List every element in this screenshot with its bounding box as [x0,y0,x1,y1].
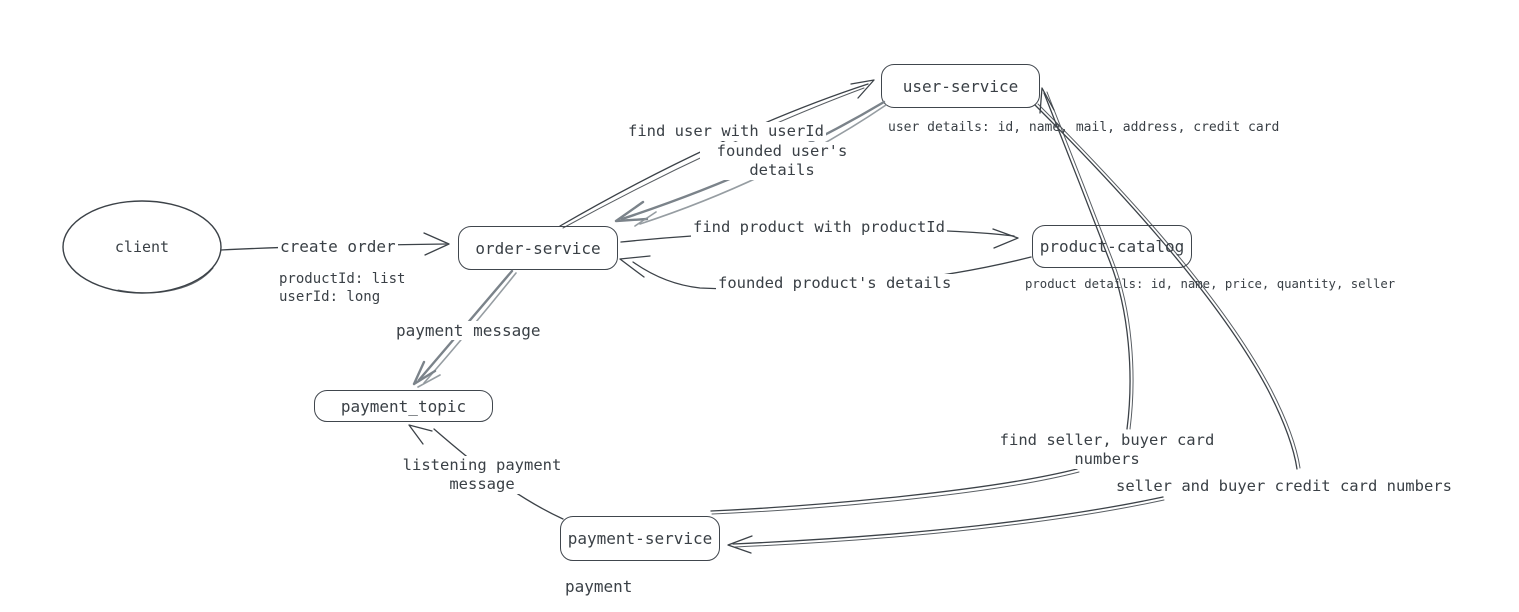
label-create-order-payload: productId: list userId: long [279,271,406,305]
label-create-order: create order [278,237,398,256]
product-details-annotation: product details: id, name, price, quanti… [1025,277,1396,291]
node-order-service[interactable]: order-service [458,226,618,270]
node-payment-service[interactable]: payment-service [560,516,720,561]
user-details-annotation: user details: id, name, mail, address, c… [888,120,1280,135]
node-payment-topic-label: payment_topic [340,396,467,416]
label-founded-user: founded user's details [700,142,864,180]
node-payment-service-label: payment-service [567,529,713,548]
label-founded-product: founded product's details [716,274,954,293]
node-client-label: client [114,238,170,256]
node-product-catalog-label: product-catalog [1039,237,1185,256]
label-find-product: find product with productId [691,218,947,237]
node-order-service-label: order-service [475,238,601,258]
edge-find-cards[interactable] [710,87,1134,515]
edge-seller-buyer-cards[interactable] [727,103,1301,554]
label-payment-message: payment message [394,321,543,340]
label-listening-payment: listening payment message [399,456,565,494]
node-payment-topic[interactable]: payment_topic [314,390,493,422]
label-seller-buyer-cards: seller and buyer credit card numbers [1114,477,1454,496]
label-find-user: find user with userId [626,122,826,141]
node-user-service-label: user-service [902,76,1019,96]
client-ellipse[interactable] [62,200,222,294]
label-find-cards: find seller, buyer card numbers [994,431,1220,469]
label-payment: payment [565,577,633,596]
node-user-service[interactable]: user-service [881,64,1040,108]
